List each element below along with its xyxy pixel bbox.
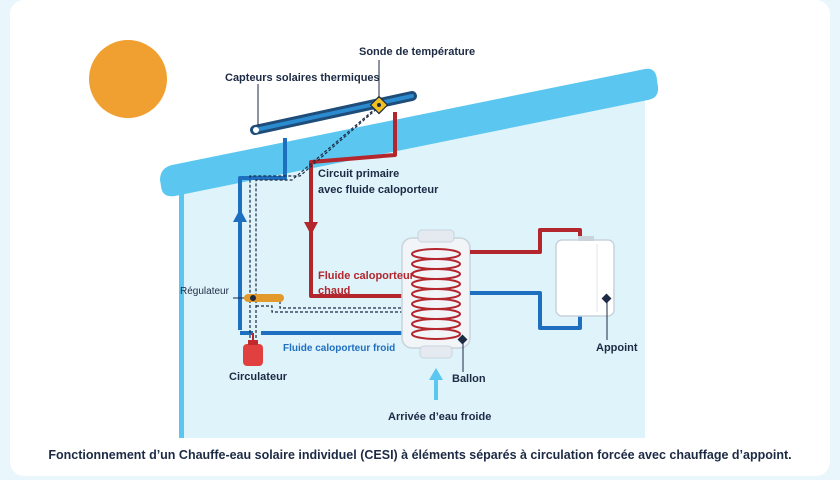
label-ballon: Ballon [452, 373, 486, 385]
hot-loop [309, 112, 405, 298]
figure-caption: Fonctionnement d’un Chauffe-eau solaire … [48, 448, 792, 462]
label-circuit-primaire-2: avec fluide caloporteur [318, 184, 439, 196]
solar-collector [250, 91, 417, 135]
label-circuit-primaire-1: Circuit primaire [318, 168, 400, 180]
flow-arrow-up [233, 209, 247, 222]
appoint-pipes [470, 228, 582, 330]
sun [89, 40, 167, 118]
flow-arrow-down [304, 222, 318, 235]
label-fluide-chaud-2: chaud [318, 285, 351, 297]
label-arrivee: Arrivée d’eau froide [388, 411, 492, 423]
regulator [244, 294, 284, 302]
label-sonde: Sonde de température [359, 46, 476, 58]
label-fluide-froid: Fluide caloporteur froid [283, 343, 396, 354]
label-circulateur: Circulateur [229, 371, 288, 383]
storage-tank [401, 229, 471, 359]
label-appoint: Appoint [596, 342, 638, 354]
temperature-probe [369, 95, 389, 115]
leader-markers [457, 293, 612, 345]
leader-lines [233, 60, 608, 372]
circulator [243, 333, 263, 366]
label-capteurs: Capteurs solaires thermiques [225, 72, 380, 84]
cold-water-inlet [429, 368, 443, 400]
label-fluide-chaud-1: Fluide caloporteur [318, 270, 414, 282]
house-wall [179, 186, 184, 438]
appoint-boiler [555, 236, 615, 317]
label-regulateur: Régulateur [180, 286, 229, 297]
